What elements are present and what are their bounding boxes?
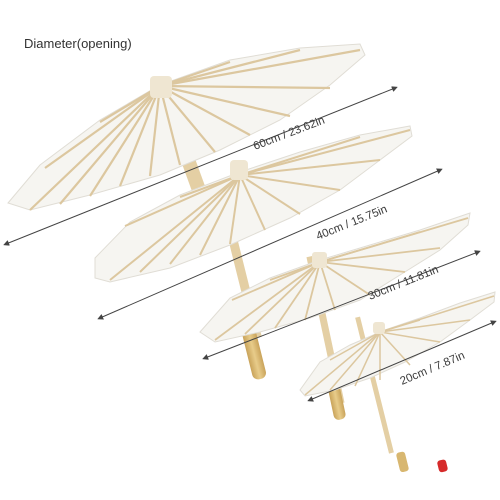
umbrella-20cm: [299, 291, 496, 473]
top-notch: [150, 76, 172, 98]
dimension-line-60cm: [3, 86, 398, 246]
diameter-title: Diameter(opening): [24, 36, 132, 51]
dimension-line-20cm: [307, 320, 497, 402]
handle: [396, 451, 409, 473]
top-notch: [373, 322, 385, 334]
dimension-lines: [3, 86, 497, 402]
dimension-line-30cm: [202, 250, 481, 360]
dimension-line-40cm: [97, 168, 443, 320]
handle-tip: [437, 459, 448, 473]
top-notch: [230, 160, 248, 180]
top-notch: [312, 252, 327, 268]
size-label-40cm: 40cm / 15.75in: [315, 203, 389, 242]
